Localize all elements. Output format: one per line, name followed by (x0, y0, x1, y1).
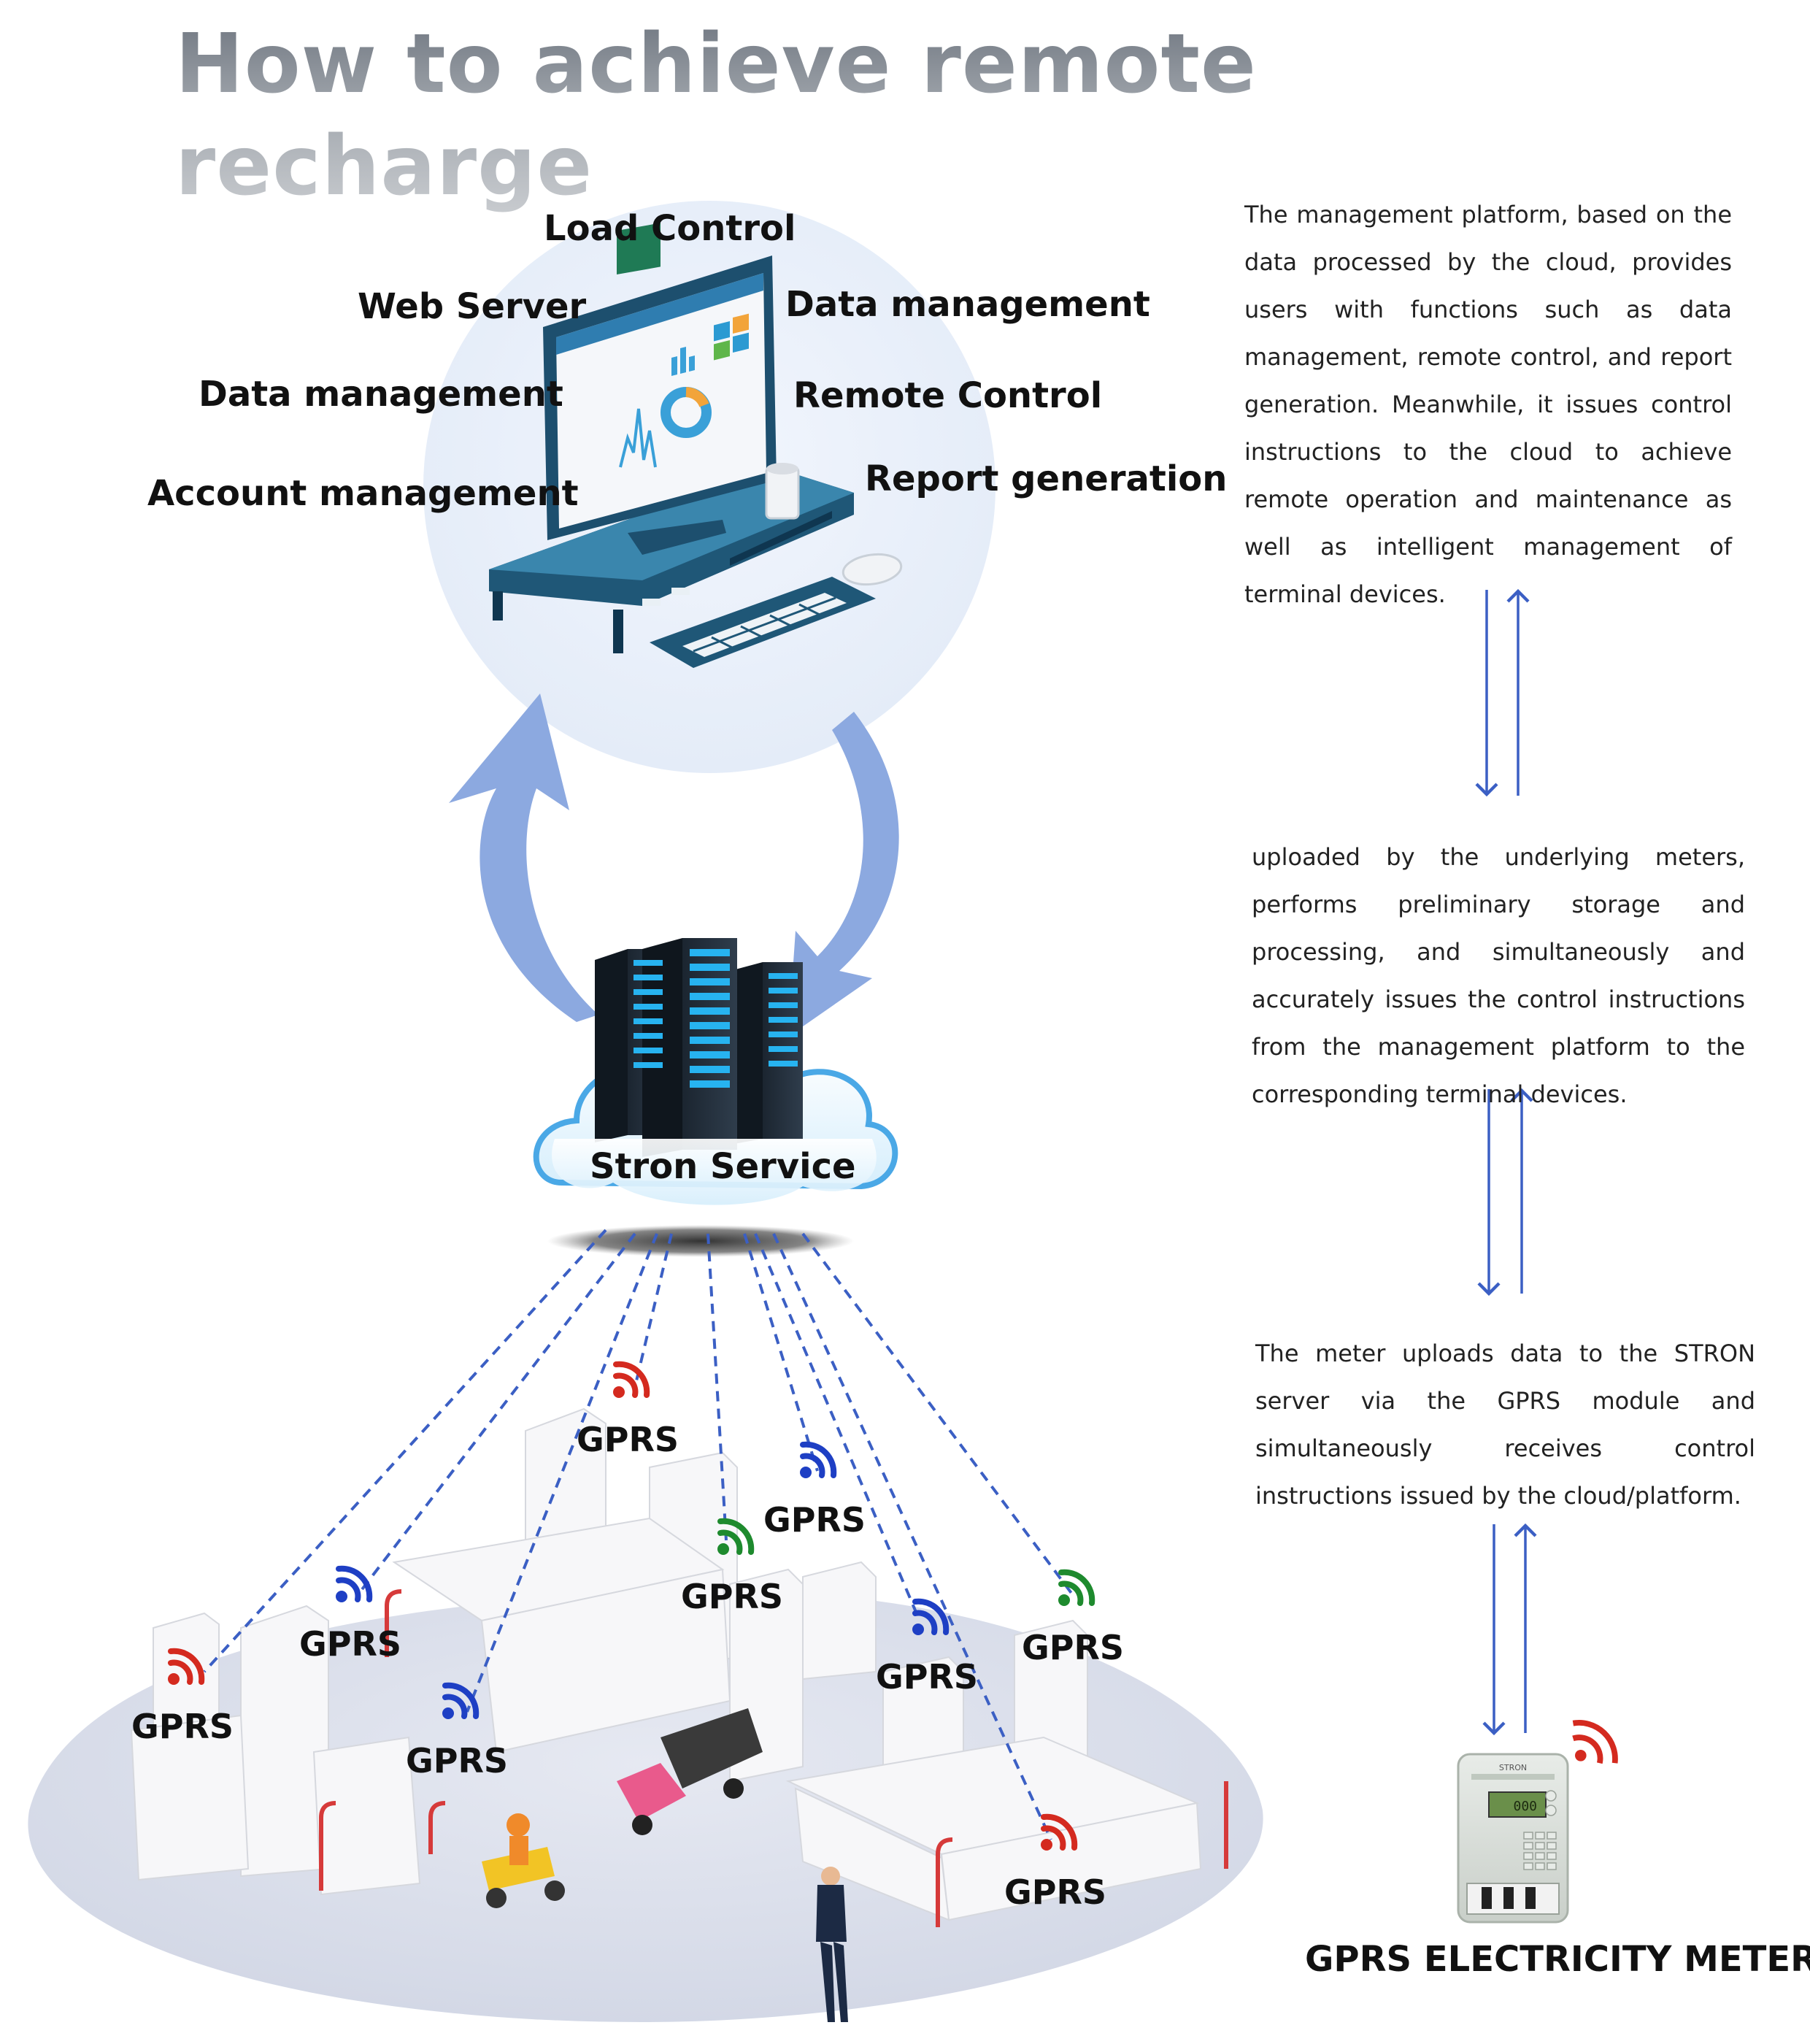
wifi-signal-icon (1058, 1569, 1095, 1606)
cloud-label: Stron Service (590, 1146, 856, 1187)
feature-report-generation: Report generation (865, 458, 1228, 499)
feature-remote-control: Remote Control (793, 375, 1103, 416)
feature-account-management: Account management (147, 473, 579, 514)
computer-illustration (489, 223, 903, 668)
gprs-label: GPRS (1021, 1628, 1125, 1667)
gprs-label: GPRS (763, 1500, 866, 1540)
feature-load-control: Load Control (544, 208, 796, 249)
connection-lines (203, 1229, 1074, 1840)
gprs-label: GPRS (875, 1657, 979, 1697)
description-platform: The management platform, based on the da… (1244, 201, 1732, 608)
gprs-label: GPRS (131, 1707, 234, 1746)
feature-data-management-left: Data management (199, 374, 563, 415)
gprs-label: GPRS (680, 1577, 784, 1616)
feature-data-management-right: Data management (785, 284, 1150, 325)
description-meter: The meter uploads data to the STRON serv… (1255, 1340, 1755, 1510)
wifi-signal-icon (613, 1361, 650, 1398)
description-cloud: uploaded by the underlying meters, perfo… (1252, 843, 1745, 1108)
wifi-signal-icon (800, 1441, 837, 1478)
electricity-meter: 000 STRON (1457, 1720, 1618, 1924)
gprs-label: GPRS (405, 1741, 509, 1780)
download-arrow (788, 712, 899, 1037)
wifi-signal-icon (1041, 1813, 1078, 1851)
upload-arrow (449, 694, 598, 1022)
gprs-label: GPRS (1004, 1872, 1107, 1912)
meter-display: 000 (1513, 1799, 1537, 1814)
flow-arrows (1475, 588, 1537, 1736)
gprs-label: GPRS (299, 1624, 402, 1664)
meter-label: GPRS ELECTRICITY METER (1305, 1939, 1810, 1980)
gprs-label: GPRS (576, 1420, 679, 1459)
wifi-signal-icon (912, 1598, 950, 1635)
feature-web-server: Web Server (358, 286, 587, 327)
page-title: How to achieve remote recharge (175, 13, 1460, 218)
city-illustration (28, 1407, 1263, 2022)
wifi-signal-icon (168, 1648, 205, 1685)
wifi-signal-icon (442, 1682, 480, 1719)
wifi-signal-icon (717, 1518, 755, 1555)
wifi-signal-icon (336, 1565, 373, 1602)
meter-brand: STRON (1499, 1763, 1527, 1772)
